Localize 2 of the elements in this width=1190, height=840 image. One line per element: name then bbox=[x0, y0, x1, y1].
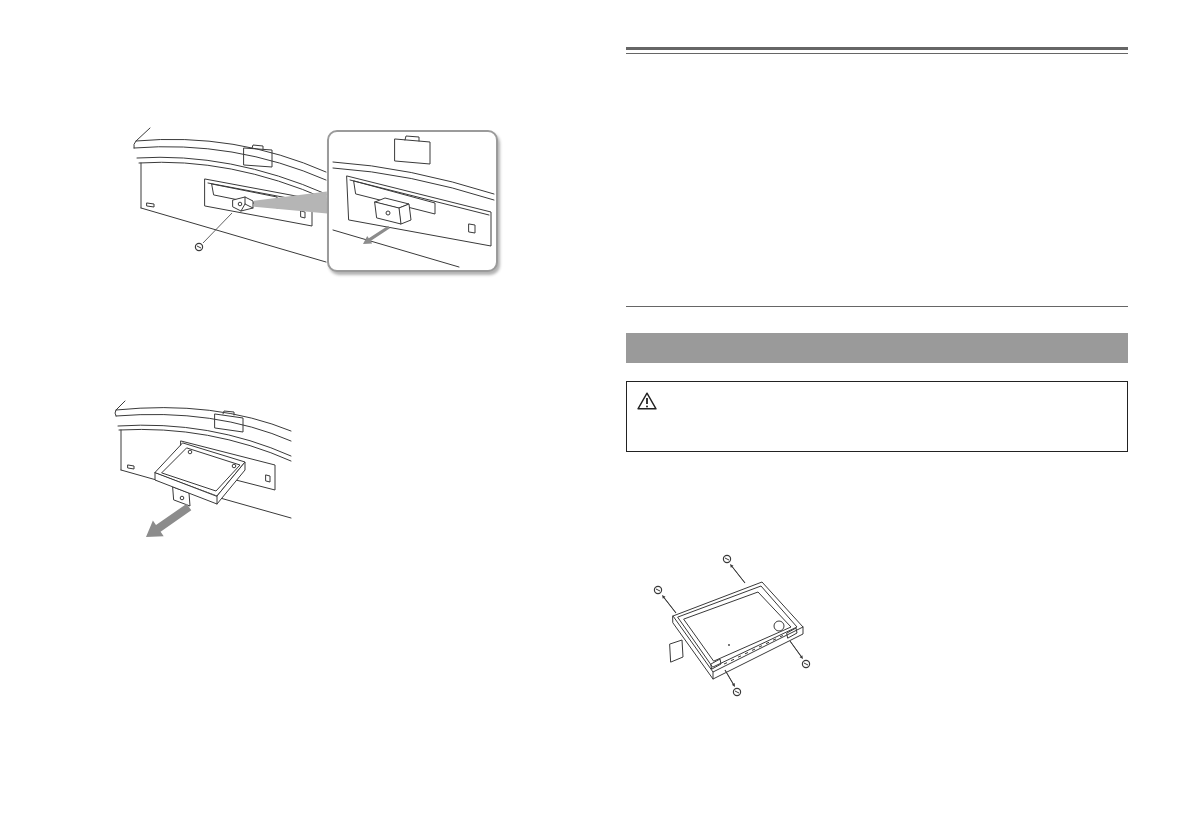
callout-wedge bbox=[253, 191, 328, 214]
cover-tab bbox=[232, 196, 254, 212]
